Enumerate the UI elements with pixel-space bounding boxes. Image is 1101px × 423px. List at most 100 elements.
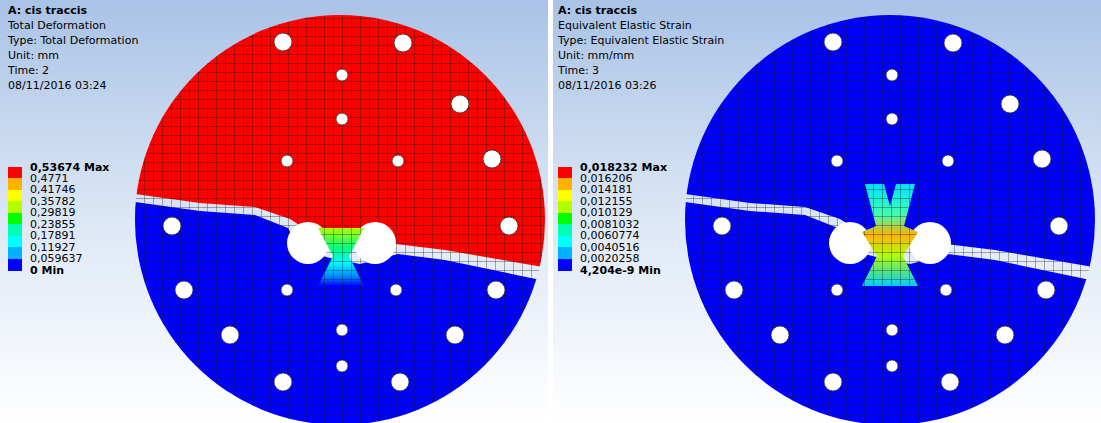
svg-circle [944,34,962,52]
legend-min-value: 0 Min [30,264,64,277]
plot-header-text: 08/11/2016 03:24 [8,79,107,92]
svg-circle [941,373,959,391]
svg-circle [336,69,348,81]
legend-swatch [558,201,572,213]
svg-circle [483,150,501,168]
svg-circle [824,33,842,51]
legend-value: 0,018232 Max [580,161,667,174]
legend-swatch [8,167,22,179]
legend-swatch [558,167,572,179]
legend-value: 0,23855 [30,218,76,231]
svg-circle [221,326,239,344]
svg-circle [281,284,293,296]
svg-circle [274,373,292,391]
svg-circle [391,373,409,391]
specimen-gauge [318,228,364,286]
legend-value: 0,35782 [30,195,76,208]
svg-circle [996,326,1014,344]
svg-circle [390,284,402,296]
plot-header-text: Type: Equivalent Elastic Strain [558,34,724,47]
svg-circle [942,155,954,167]
specimen-mesh [862,184,918,286]
svg-circle [175,281,193,299]
legend-value: 0,014181 [580,183,633,196]
plot-header-text: Equivalent Elastic Strain [558,19,692,32]
svg-circle [1001,95,1019,113]
svg-circle [446,326,464,344]
plot-header-text: A: cis traccis [8,4,87,17]
svg-circle [487,281,505,299]
mesh [120,0,560,423]
plot-header-text: A: cis traccis [558,4,637,17]
plot-header-text: Type: Total Deformation [8,34,138,47]
legend-value: 0,11927 [30,241,76,254]
svg-circle [394,34,412,52]
legend-value: 0,41746 [30,183,76,196]
legend-swatch [558,178,572,190]
legend-swatch [558,236,572,248]
svg-circle [771,326,789,344]
svg-circle [392,155,404,167]
legend-swatch [8,190,22,202]
svg-circle [713,217,731,235]
legend-value: 0,016206 [580,172,633,185]
legend-value: 0,012155 [580,195,633,208]
plot-header-text: Time: 3 [558,64,599,77]
legend-swatch [558,224,572,236]
legend-swatch [8,224,22,236]
svg-circle [831,284,843,296]
deformed-disc [120,0,560,423]
legend-swatch [8,201,22,213]
legend-value: 0,4771 [30,172,69,185]
svg-circle [940,284,952,296]
svg-circle [163,217,181,235]
specimen-mesh [318,228,364,286]
legend-swatch [558,259,572,271]
svg-circle [725,281,743,299]
notch-hole [909,222,951,264]
legend-swatch [558,247,572,259]
legend-swatch [8,213,22,225]
svg-circle [886,360,898,372]
legend-value: 0,010129 [580,206,633,219]
legend-value: 0,29819 [30,206,76,219]
plot-header-text: Time: 2 [8,64,49,77]
legend-min-value: 4,204e-9 Min [580,264,661,277]
plot-header-text: Total Deformation [8,19,106,32]
legend-swatch [8,259,22,271]
svg-circle [336,360,348,372]
svg-circle [451,95,469,113]
svg-circle [1037,281,1055,299]
bolt-holes [713,33,1068,391]
legend-swatch [8,178,22,190]
svg-circle [1050,217,1068,235]
plot-header-text: 08/11/2016 03:26 [558,79,657,92]
legend-swatch [8,247,22,259]
svg-circle [281,155,293,167]
strain-disc [670,0,1101,423]
bolt-holes [163,33,518,391]
svg-circle [274,33,292,51]
plot-header-text: Unit: mm/mm [558,49,634,62]
svg-circle [831,155,843,167]
legend-value: 0,53674 Max [30,161,109,174]
legend-value: 0,0081032 [580,218,640,231]
notch-hole [829,222,871,264]
legend-value: 0,059637 [30,252,83,265]
mesh [670,0,1101,423]
legend-swatch [558,190,572,202]
svg-circle [886,113,898,125]
legend-value: 0,0040516 [580,241,640,254]
svg-circle [336,113,348,125]
legend-swatch [558,213,572,225]
svg-circle [500,217,518,235]
legend-value: 0,17891 [30,229,76,242]
svg-circle [1033,150,1051,168]
svg-circle [886,69,898,81]
legend-swatch [8,236,22,248]
svg-circle [336,324,348,336]
svg-circle [824,373,842,391]
specimen-gauge [862,184,918,286]
svg-circle [886,324,898,336]
